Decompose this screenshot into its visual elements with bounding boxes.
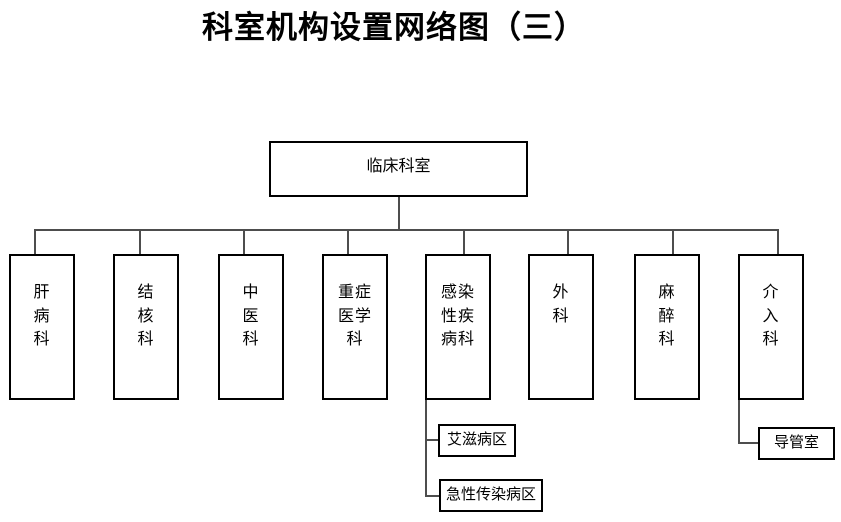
node-critical-care: 重症 医学 科: [322, 254, 388, 400]
node-clinical-departments: 临床科室: [269, 141, 528, 197]
connector-interventional-drop: [738, 399, 740, 444]
node-infectious-disease: 感染 性疾 病科: [425, 254, 491, 400]
connector-infectious-drop: [425, 399, 427, 497]
connector-stub-3: [243, 229, 245, 254]
node-surgery: 外 科: [528, 254, 594, 400]
connector-stub-5: [463, 229, 465, 254]
node-interventional: 介 入 科: [738, 254, 804, 400]
connector-stub-1: [34, 229, 36, 254]
node-chinese-medicine: 中 医 科: [218, 254, 284, 400]
connector-root-drop: [398, 196, 400, 230]
node-anesthesiology: 麻 醉 科: [634, 254, 700, 400]
node-hepatology: 肝 病 科: [9, 254, 75, 400]
connector-interventional-branch: [738, 442, 759, 444]
connector-infectious-branch-1: [425, 439, 439, 441]
node-aids-ward: 艾滋病区: [438, 424, 516, 457]
connector-stub-6: [567, 229, 569, 254]
node-catheter-room: 导管室: [758, 427, 835, 460]
connector-stub-8: [777, 229, 779, 254]
connector-trunk: [34, 229, 779, 231]
node-tuberculosis: 结 核 科: [113, 254, 179, 400]
connector-stub-4: [347, 229, 349, 254]
node-acute-infectious-ward: 急性传染病区: [439, 479, 543, 512]
connector-infectious-branch-2: [425, 495, 440, 497]
chart-title: 科室机构设置网络图（三）: [202, 10, 586, 45]
connector-stub-7: [672, 229, 674, 254]
connector-stub-2: [139, 229, 141, 254]
